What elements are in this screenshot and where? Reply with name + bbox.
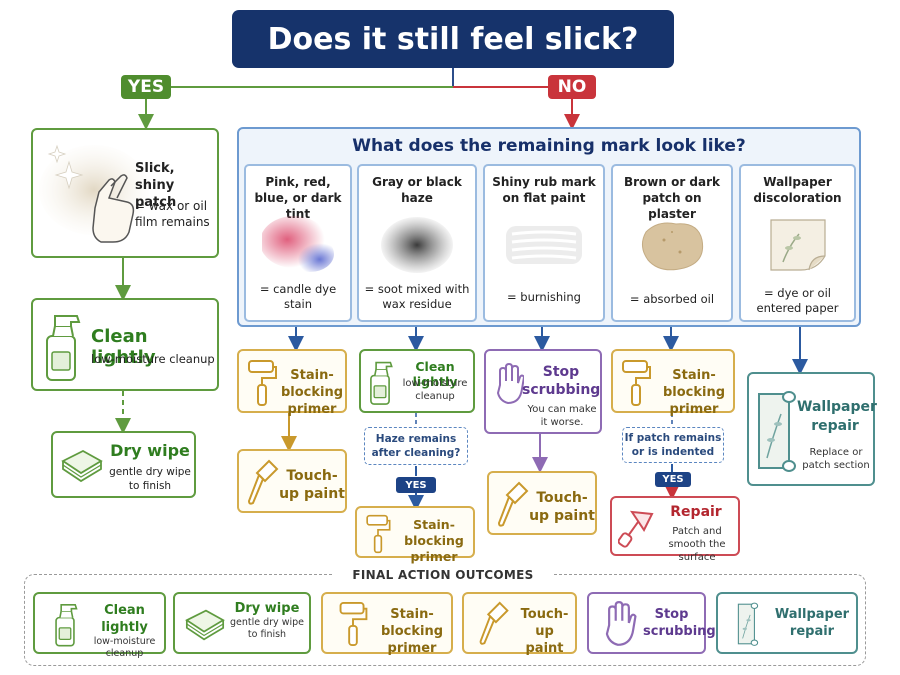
clean-lightly-desc: low-moisture cleanup xyxy=(402,378,468,402)
main-question-title: Does it still feel slick? xyxy=(232,10,674,68)
mark-meaning: = soot mixed with wax residue xyxy=(364,282,470,311)
clean-lightly-title: Clean lightly xyxy=(412,359,458,389)
mark-column-dye: Pink, red, blue, or dark tint = candle d… xyxy=(244,164,352,322)
yes-branch-label: YES xyxy=(121,75,171,99)
paint-brush-icon xyxy=(497,481,529,527)
oil-patch-swatch xyxy=(642,222,704,271)
clean-lightly-main-title: Clean lightly xyxy=(91,326,156,368)
mark-column-oil: Brown or dark patch on plaster = absorbe… xyxy=(611,164,733,322)
spray-bottle-icon xyxy=(46,315,81,381)
dry-wipe-main-title: Dry wipe xyxy=(110,441,190,460)
clean-lightly-main-desc: low-moisture cleanup xyxy=(91,352,215,366)
final-title: Stain-blocking primer xyxy=(380,607,444,656)
mark-column-wallpaper: Wallpaper discoloration = dye or oil ent… xyxy=(739,164,856,322)
patch-remains-question: If patch remains or is indented xyxy=(622,427,724,463)
paint-brush-icon xyxy=(479,601,509,645)
cloth-icon xyxy=(61,449,103,483)
repair-desc: Patch and smooth the surface xyxy=(668,526,726,563)
final-title: Dry wipe xyxy=(234,601,300,616)
paint-roller-icon xyxy=(366,514,391,554)
paint-roller-icon xyxy=(248,360,277,406)
stop-scrubbing-card: Stop scrubbing You can make it worse. xyxy=(484,349,602,434)
final-desc: low-moisture cleanup xyxy=(93,636,156,659)
stain-primer-title: Stain-blocking primer xyxy=(662,368,726,417)
final-wallpaper-repair: Wallpaper repair xyxy=(716,592,858,654)
soot-haze-swatch xyxy=(381,217,453,273)
final-title: Wallpaper repair xyxy=(774,607,850,639)
yes-tag-patch: YES xyxy=(655,472,691,487)
slick-patch-desc: = wax or oil film remains xyxy=(135,199,210,229)
paint-brush-icon xyxy=(247,459,279,505)
dry-wipe-main-card: Dry wipe gentle dry wipe to finish xyxy=(51,431,196,498)
wallpaper-repair-desc: Replace or patch section xyxy=(802,447,870,471)
mark-header: Gray or black haze xyxy=(372,175,462,205)
final-title: Clean lightly xyxy=(101,603,148,635)
paint-roller-icon xyxy=(339,601,368,647)
touchup-title: Touch-up paint xyxy=(529,490,595,524)
stain-primer-title: Stain-blocking primer xyxy=(280,368,344,417)
touchup-card-1: Touch-up paint xyxy=(237,449,347,513)
final-stop-scrubbing: Stop scrubbing xyxy=(587,592,716,654)
mark-column-soot: Gray or black haze = soot mixed with wax… xyxy=(357,164,477,322)
repair-card: Repair Patch and smooth the surface xyxy=(610,496,740,563)
slick-patch-title: Slick, shiny patch xyxy=(135,161,177,210)
haze-remains-question: Haze remains after cleaning? xyxy=(364,427,468,465)
cloth-icon xyxy=(185,609,225,641)
stop-hand-icon xyxy=(496,363,524,405)
final-stain-primer: Stain-blocking primer xyxy=(321,592,453,656)
stain-primer-title: Stain-blocking primer xyxy=(404,517,464,564)
spray-bottle-icon xyxy=(370,361,393,405)
mark-column-burnishing: Shiny rub mark on flat paint = burnishin… xyxy=(483,164,605,322)
final-desc: gentle dry wipe to finish xyxy=(230,617,304,640)
mark-meaning: = candle dye stain xyxy=(259,282,337,311)
mark-meaning: = dye or oil entered paper xyxy=(756,286,839,315)
slick-patch-card: Slick, shiny patch = wax or oil film rem… xyxy=(31,128,219,258)
mark-header: Pink, red, blue, or dark tint xyxy=(254,175,342,221)
spray-bottle-icon xyxy=(55,604,78,647)
wallpaper-swatch xyxy=(769,219,826,271)
repair-title: Repair xyxy=(670,504,722,520)
dry-wipe-main-desc: gentle dry wipe to finish xyxy=(109,466,191,492)
mark-header: Wallpaper discoloration xyxy=(753,175,842,205)
final-outcomes-label: FINAL ACTION OUTCOMES xyxy=(333,568,553,582)
wallpaper-repair-title: Wallpaper repair xyxy=(797,399,877,434)
wallpaper-roll-icon xyxy=(758,391,796,472)
final-title: Stop scrubbing xyxy=(643,607,716,639)
yes-tag-haze: YES xyxy=(396,477,436,493)
wallpaper-repair-card: Wallpaper repair Replace or patch sectio… xyxy=(747,372,877,486)
final-title: Touch-up paint xyxy=(520,607,569,656)
stop-hand-icon xyxy=(605,601,637,646)
touchup-card-2: Touch-up paint xyxy=(487,471,597,535)
stop-scrubbing-title: Stop scrubbing xyxy=(522,364,601,398)
wallpaper-roll-icon xyxy=(737,602,759,646)
touchup-title: Touch-up paint xyxy=(279,468,345,502)
stain-primer-card-1: Stain-blocking primer xyxy=(237,349,347,417)
hand-touch-icon xyxy=(39,144,149,243)
mark-header: Shiny rub mark on flat paint xyxy=(492,175,596,205)
final-touchup: Touch-up paint xyxy=(462,592,577,656)
stain-primer-card-3: Stain-blocking primer xyxy=(611,349,735,417)
stop-scrubbing-desc: You can make it worse. xyxy=(527,404,597,428)
dye-stain-swatch xyxy=(262,216,334,272)
burnish-swatch xyxy=(506,226,582,264)
trowel-icon xyxy=(618,510,654,548)
mark-header: Brown or dark patch on plaster xyxy=(623,175,721,221)
mark-meaning: = absorbed oil xyxy=(629,292,715,306)
clean-lightly-main-card: Clean lightly low-moisture cleanup xyxy=(31,298,219,391)
mark-meaning: = burnishing xyxy=(507,290,581,304)
paint-roller-icon xyxy=(622,360,651,406)
no-branch-label: NO xyxy=(548,75,596,99)
stain-primer-card-2: Stain-blocking primer xyxy=(355,506,475,564)
clean-lightly-card-2: Clean lightly low-moisture cleanup xyxy=(359,349,475,413)
mark-question-title: What does the remaining mark look like? xyxy=(352,136,746,156)
